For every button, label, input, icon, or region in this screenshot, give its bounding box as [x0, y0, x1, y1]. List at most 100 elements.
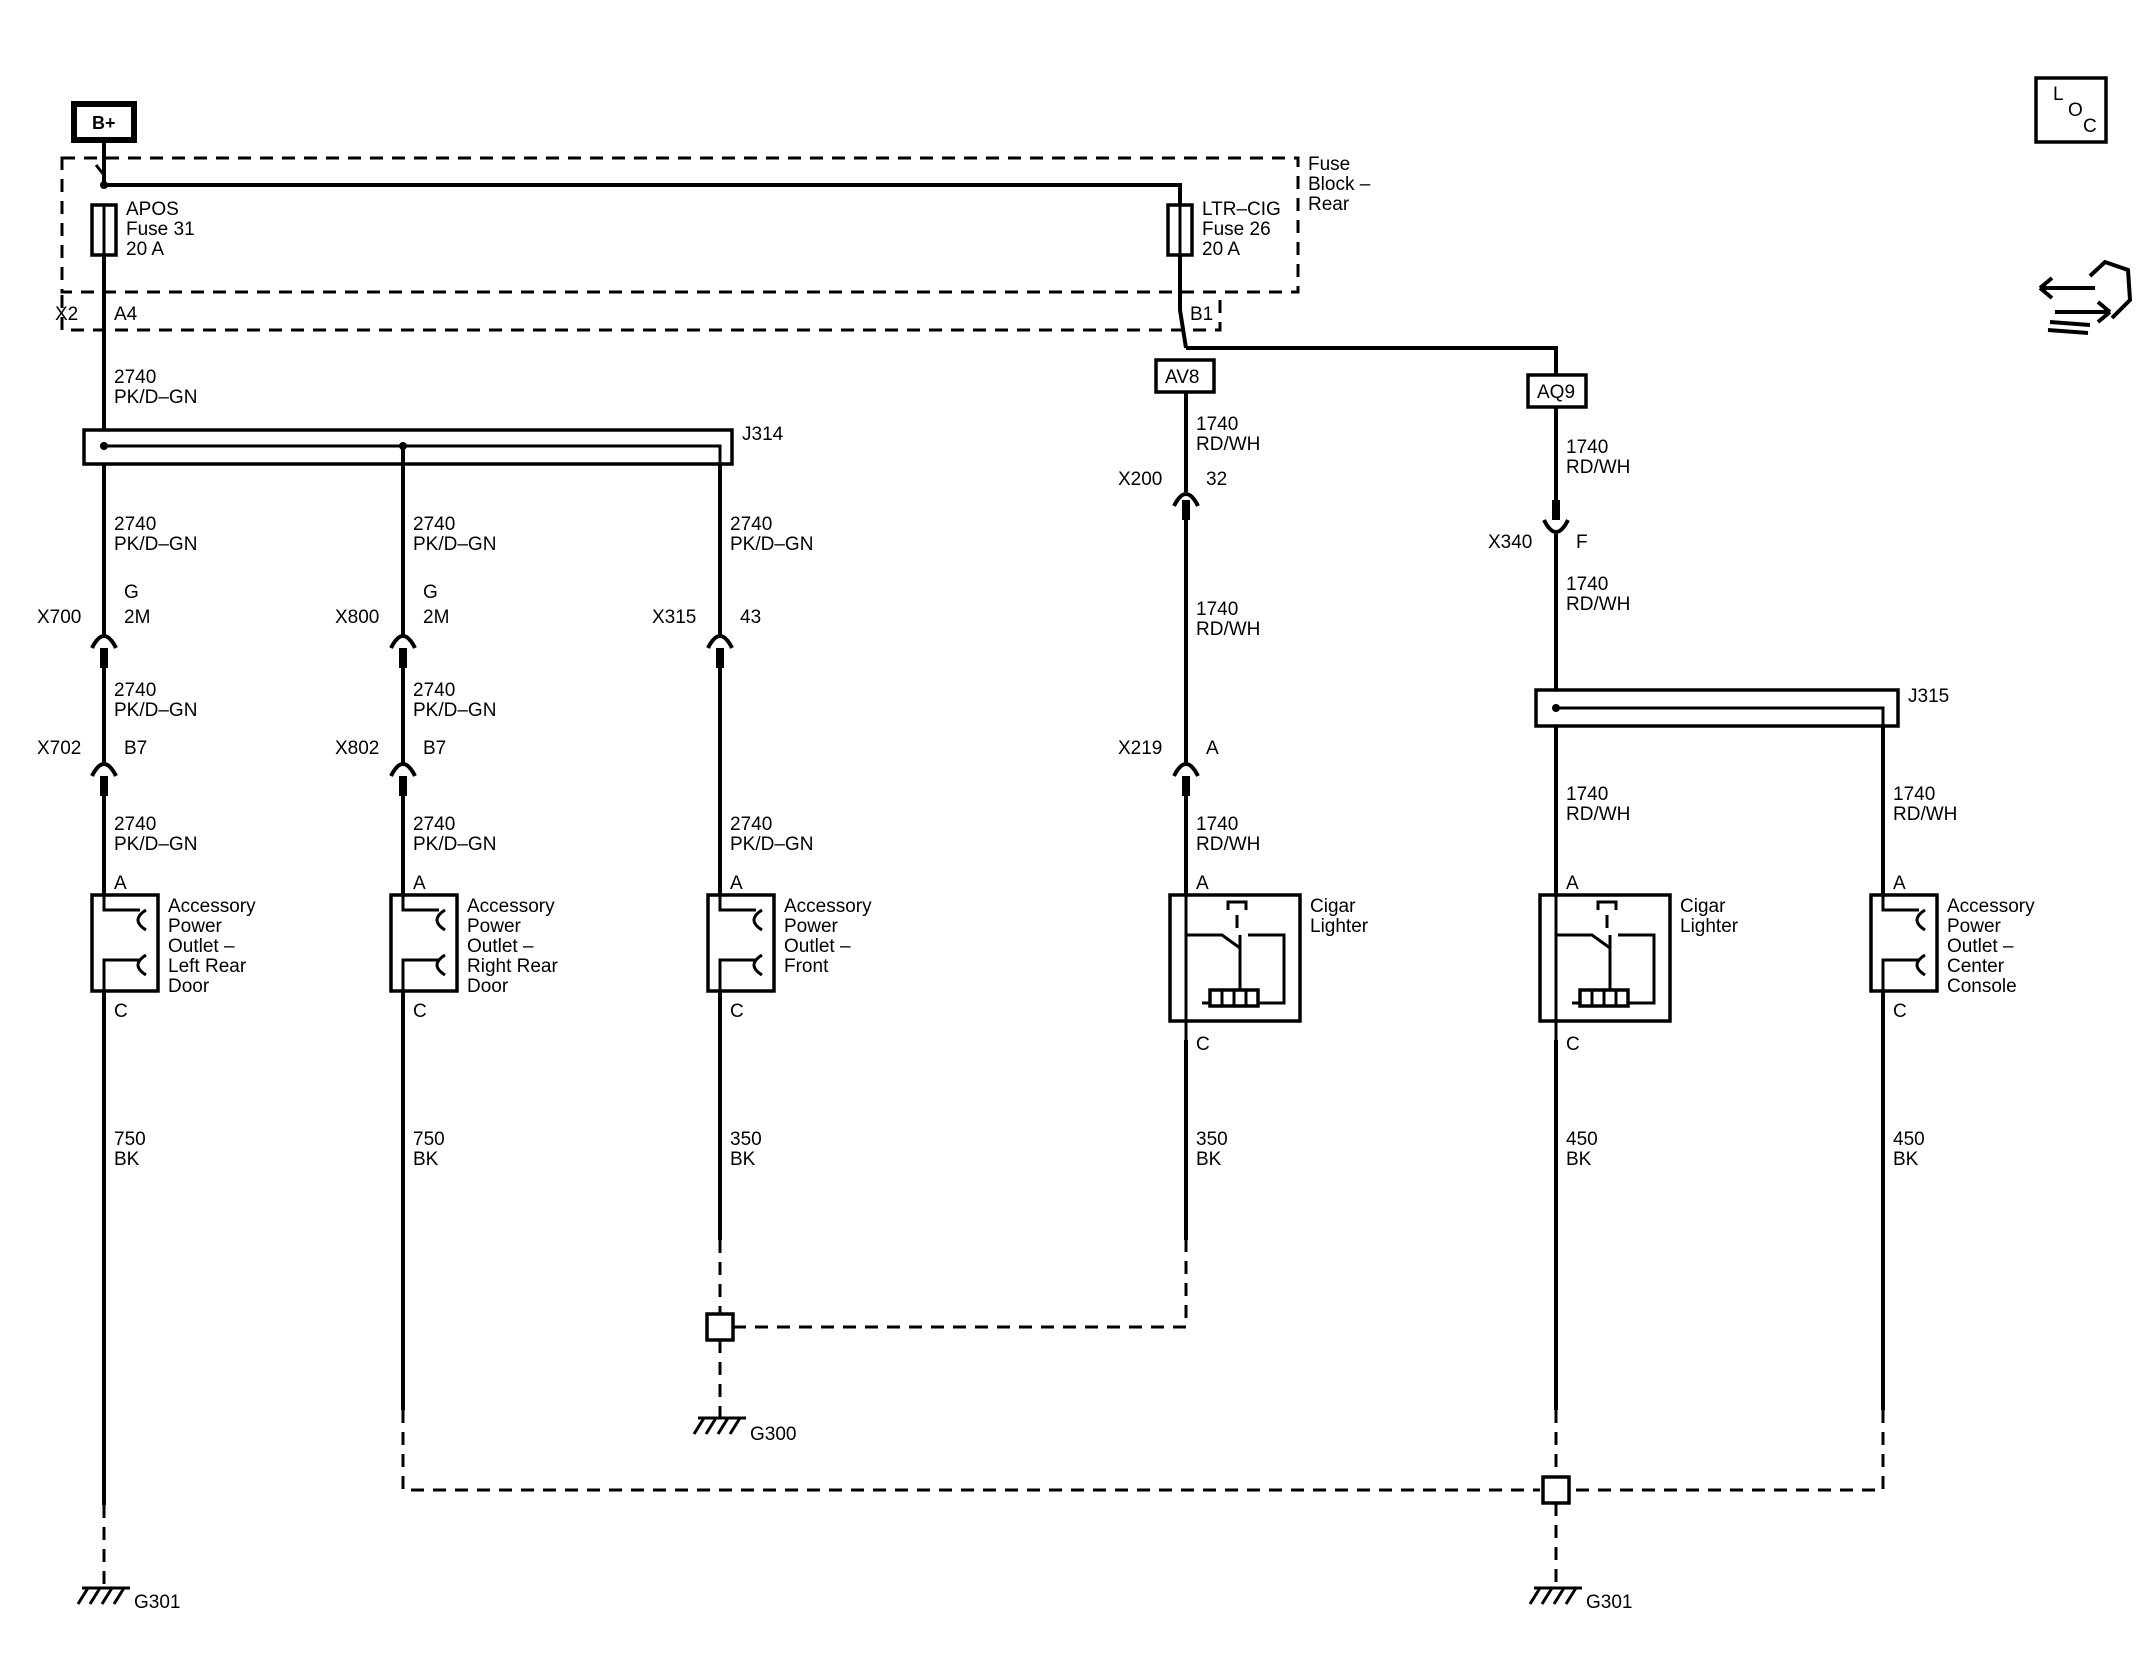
svg-text:Right Rear: Right Rear — [467, 956, 558, 977]
svg-text:C: C — [413, 1001, 427, 1022]
svg-text:BK: BK — [730, 1149, 756, 1170]
svg-text:32: 32 — [1206, 469, 1227, 490]
svg-text:A4: A4 — [114, 304, 138, 325]
fuse-block-rear-label: Fuse Block – Rear — [1308, 154, 1371, 215]
svg-text:RD/WH: RD/WH — [1196, 434, 1260, 455]
svg-text:G300: G300 — [750, 1424, 796, 1445]
svg-text:B1: B1 — [1190, 304, 1213, 325]
battery-positive-label: B+ — [71, 101, 137, 143]
branch-cigar-lighter-2: 1740 RD/WH A Cigar Lighter C 450 BK — [1538, 726, 1739, 1588]
svg-text:2M: 2M — [423, 607, 449, 628]
svg-text:B7: B7 — [124, 738, 147, 759]
svg-text:A: A — [413, 873, 426, 894]
svg-text:2740: 2740 — [114, 514, 156, 535]
svg-text:A: A — [1893, 873, 1906, 894]
tool-swap-icon[interactable] — [2038, 259, 2133, 335]
svg-text:2740: 2740 — [413, 814, 455, 835]
svg-text:C: C — [2083, 116, 2097, 137]
svg-text:Lighter: Lighter — [1310, 916, 1369, 937]
svg-text:X2: X2 — [55, 304, 78, 325]
svg-text:2740: 2740 — [413, 680, 455, 701]
svg-text:2740: 2740 — [114, 367, 156, 388]
svg-text:20 A: 20 A — [126, 239, 164, 260]
svg-text:BK: BK — [1893, 1149, 1919, 1170]
svg-text:Rear: Rear — [1308, 194, 1350, 215]
svg-text:J315: J315 — [1908, 686, 1949, 707]
svg-text:Outlet –: Outlet – — [784, 936, 851, 957]
svg-text:PK/D–GN: PK/D–GN — [114, 700, 197, 721]
svg-text:BK: BK — [413, 1149, 439, 1170]
loc-icon[interactable]: L O C — [2034, 76, 2108, 144]
svg-text:2740: 2740 — [730, 514, 772, 535]
branch-center-console: 1740 RD/WH A Accessory Power Outlet – Ce… — [1569, 726, 2035, 1492]
svg-text:B+: B+ — [92, 113, 116, 133]
svg-text:750: 750 — [413, 1129, 445, 1150]
svg-text:Outlet –: Outlet – — [168, 936, 235, 957]
svg-text:G301: G301 — [1586, 1592, 1632, 1613]
svg-text:350: 350 — [730, 1129, 762, 1150]
svg-text:PK/D–GN: PK/D–GN — [114, 834, 197, 855]
svg-text:2740: 2740 — [413, 514, 455, 535]
svg-text:L: L — [2053, 84, 2064, 105]
svg-text:Accessory: Accessory — [1947, 896, 2035, 917]
svg-text:C: C — [1893, 1001, 1907, 1022]
svg-text:X340: X340 — [1488, 532, 1532, 553]
svg-text:G301: G301 — [134, 1592, 180, 1613]
svg-text:Cigar: Cigar — [1680, 896, 1726, 917]
svg-text:PK/D–GN: PK/D–GN — [114, 534, 197, 555]
svg-text:LTR–CIG: LTR–CIG — [1202, 199, 1281, 220]
junction-j314: J314 — [82, 424, 784, 466]
svg-text:X802: X802 — [335, 738, 379, 759]
svg-text:A: A — [1196, 873, 1209, 894]
svg-text:C: C — [1196, 1034, 1210, 1055]
svg-text:B7: B7 — [423, 738, 446, 759]
svg-text:1740: 1740 — [1566, 437, 1608, 458]
svg-text:O: O — [2068, 100, 2083, 121]
svg-text:BK: BK — [114, 1149, 140, 1170]
svg-text:PK/D–GN: PK/D–GN — [413, 534, 496, 555]
svg-text:1740: 1740 — [1196, 814, 1238, 835]
svg-text:350: 350 — [1196, 1129, 1228, 1150]
svg-text:C: C — [730, 1001, 744, 1022]
svg-text:RD/WH: RD/WH — [1566, 804, 1630, 825]
svg-text:Left Rear: Left Rear — [168, 956, 247, 977]
svg-text:X800: X800 — [335, 607, 379, 628]
svg-text:450: 450 — [1893, 1129, 1925, 1150]
svg-text:1740: 1740 — [1566, 574, 1608, 595]
svg-text:Power: Power — [1947, 916, 2002, 937]
branch-aq9-feed: 1740 RD/WH X340 F 1740 RD/WH — [1488, 407, 1630, 690]
svg-text:X315: X315 — [652, 607, 696, 628]
fuse-ltr-cig: LTR–CIG Fuse 26 20 A — [1166, 199, 1281, 260]
svg-text:Cigar: Cigar — [1310, 896, 1356, 917]
svg-text:Outlet –: Outlet – — [467, 936, 534, 957]
svg-text:2740: 2740 — [114, 680, 156, 701]
svg-text:Center: Center — [1947, 956, 2005, 977]
svg-text:1740: 1740 — [1566, 784, 1608, 805]
svg-text:Accessory: Accessory — [784, 896, 872, 917]
ground-g300: G300 — [692, 1416, 796, 1445]
svg-text:X200: X200 — [1118, 469, 1162, 490]
branch-right-rear: 2740 PK/D–GN X800 G 2M 2740 PK/D–GN X802… — [335, 446, 1540, 1492]
svg-text:X219: X219 — [1118, 738, 1162, 759]
svg-text:Door: Door — [168, 976, 210, 997]
svg-text:Power: Power — [784, 916, 839, 937]
svg-text:Lighter: Lighter — [1680, 916, 1739, 937]
splice-aq9: AQ9 — [1526, 373, 1588, 409]
svg-text:BK: BK — [1566, 1149, 1592, 1170]
wire-label-2740-top: 2740 PK/D–GN — [114, 367, 197, 408]
splice-av8: AV8 — [1154, 346, 1558, 394]
svg-text:PK/D–GN: PK/D–GN — [413, 700, 496, 721]
svg-text:1740: 1740 — [1893, 784, 1935, 805]
svg-text:AQ9: AQ9 — [1537, 382, 1575, 403]
svg-text:C: C — [114, 1001, 128, 1022]
svg-text:A: A — [1566, 873, 1579, 894]
svg-text:20 A: 20 A — [1202, 239, 1240, 260]
svg-text:A: A — [1206, 738, 1219, 759]
branch-left-rear: 2740 PK/D–GN X700 G 2M 2740 PK/D–GN X702… — [37, 464, 256, 1588]
svg-text:Power: Power — [168, 916, 223, 937]
svg-text:Console: Console — [1947, 976, 2017, 997]
svg-text:RD/WH: RD/WH — [1566, 457, 1630, 478]
svg-text:Front: Front — [784, 956, 829, 977]
svg-text:RD/WH: RD/WH — [1196, 619, 1260, 640]
